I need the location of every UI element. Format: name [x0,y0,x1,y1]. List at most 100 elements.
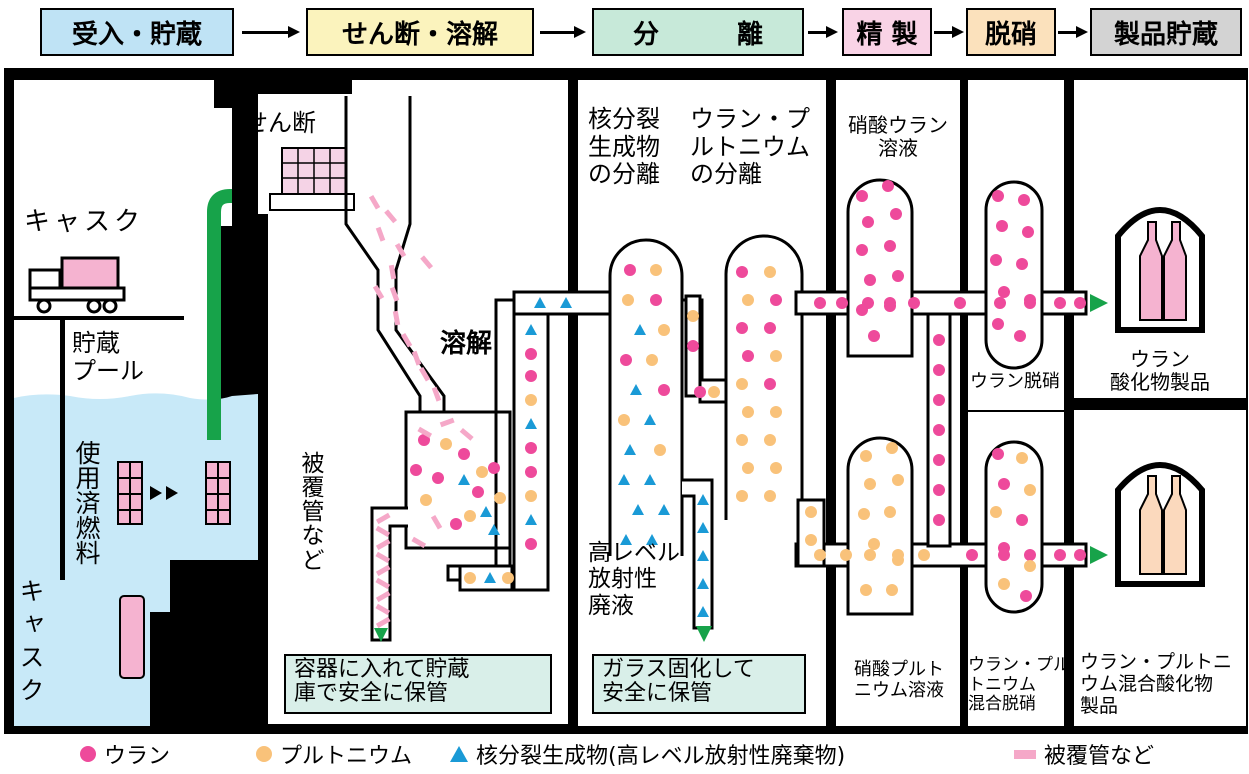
uranium-particle [1016,258,1028,270]
uranium-particle [994,297,1006,309]
uranium-particle [998,542,1010,554]
fission-product-particle [644,414,656,425]
plutonium-particle [918,549,930,561]
u-product-label: ウラン 酸化物製品 [1110,347,1210,394]
uranium-particle [742,350,754,362]
u-purification-column [846,178,914,358]
fission-product-particle [620,534,632,545]
legend-uranium: ウラン [80,738,170,770]
cladding-down-arrow [374,628,388,642]
uranium-particle [933,334,945,346]
cladding-particle [375,525,391,538]
plutonium-particle [708,386,720,398]
spent-fuel-label: 使用済燃料 [72,440,101,565]
fission-product-particle [697,550,709,561]
mox-product-label: ウラン・プルトニ ウム混合酸化物 製品 [1080,651,1233,717]
uranium-particle [770,294,782,306]
uranium-particle [620,354,632,366]
plutonium-particle [420,494,432,506]
cladding-particle [375,577,391,590]
uranium-particle [1024,549,1036,561]
plutonium-particle [464,572,476,584]
uranium-particle [525,370,537,382]
fission-product-particle [484,572,496,583]
uranium-particle [862,216,874,228]
cladding-particle [439,417,455,428]
plutonium-particle [860,584,872,596]
plutonium-particle [764,266,776,278]
plutonium-particle [892,474,904,486]
uranium-particle [418,434,430,446]
uranium-particle [410,464,422,476]
plutonium-particle [998,578,1010,590]
plutonium-particle [892,554,904,566]
uranium-particle [996,220,1008,232]
uranium-particle [933,424,945,436]
cask-container-icon [119,595,145,679]
cladding-particle [431,386,442,402]
uranium-particle [933,514,945,526]
hlw-down-arrow [696,626,712,642]
plutonium-particle [1024,484,1036,496]
cladding-particle [394,242,407,258]
cladding-particle [392,310,401,326]
uranium-particle [856,304,868,316]
plutonium-particle [618,414,630,426]
fission-product-particle [644,474,656,485]
green-lift-arrow [207,189,256,440]
uranium-particle [488,462,500,474]
step-product-storage: 製品貯蔵 [1090,8,1242,56]
uranium-particle [868,330,880,342]
uranium-particle [624,264,636,276]
shearing-room [258,80,568,724]
uranium-particle [992,318,1004,330]
cask-label: キャスク [24,207,145,237]
step-arrow [1058,26,1088,38]
plutonium-particle [1024,560,1036,572]
cladding-particle [375,616,391,629]
fission-product-particle [697,494,709,505]
cladding-bar-icon [1014,749,1036,759]
plutonium-particle [502,572,514,584]
uranium-particle [836,297,848,309]
plutonium-particle [860,450,872,462]
pu-nitrate-label: 硝酸プルト ニウム溶液 [854,659,944,701]
cask-truck-icon [14,256,184,320]
uranium-particle [998,478,1010,490]
uranium-particle [1014,330,1026,342]
legend-fission-products: 核分裂生成物(高レベル放射性廃棄物) [450,738,845,770]
transfer-arrow-icon [166,486,178,500]
uranium-dot-icon [80,746,96,762]
uranium-particle [1016,514,1028,526]
plutonium-particle [646,354,658,366]
plutonium-particle [1016,452,1028,464]
fission-product-particle [697,578,709,589]
plutonium-particle [764,434,776,446]
plutonium-particle [742,462,754,474]
step-arrow [934,26,964,38]
uranium-particle [884,240,896,252]
fuel-assembly-icon [205,461,231,525]
plutonium-particle [805,506,817,518]
fission-product-particle [632,504,644,515]
cladding-particle [430,514,443,530]
cladding-particle [375,564,391,577]
uranium-particle [450,518,462,530]
fuel-assembly-icon [117,461,143,525]
vitrification-note: ガラス固化して 安全に保管 [592,654,806,714]
plutonium-particle [742,406,754,418]
uranium-particle [525,466,537,478]
mix-denitration-vessel [984,440,1044,614]
cladding-particle [375,226,386,242]
cladding-particle [375,512,391,525]
cladding-particle [388,264,397,280]
plutonium-particle [858,508,870,520]
particles-layer [368,180,1086,629]
plutonium-dot-icon [256,746,272,762]
fission-product-particle [658,504,670,515]
uranium-particle [764,378,776,390]
fission-product-particle [525,514,537,525]
uranium-particle [933,394,945,406]
cladding-label: 被 覆 管 など [301,451,325,574]
